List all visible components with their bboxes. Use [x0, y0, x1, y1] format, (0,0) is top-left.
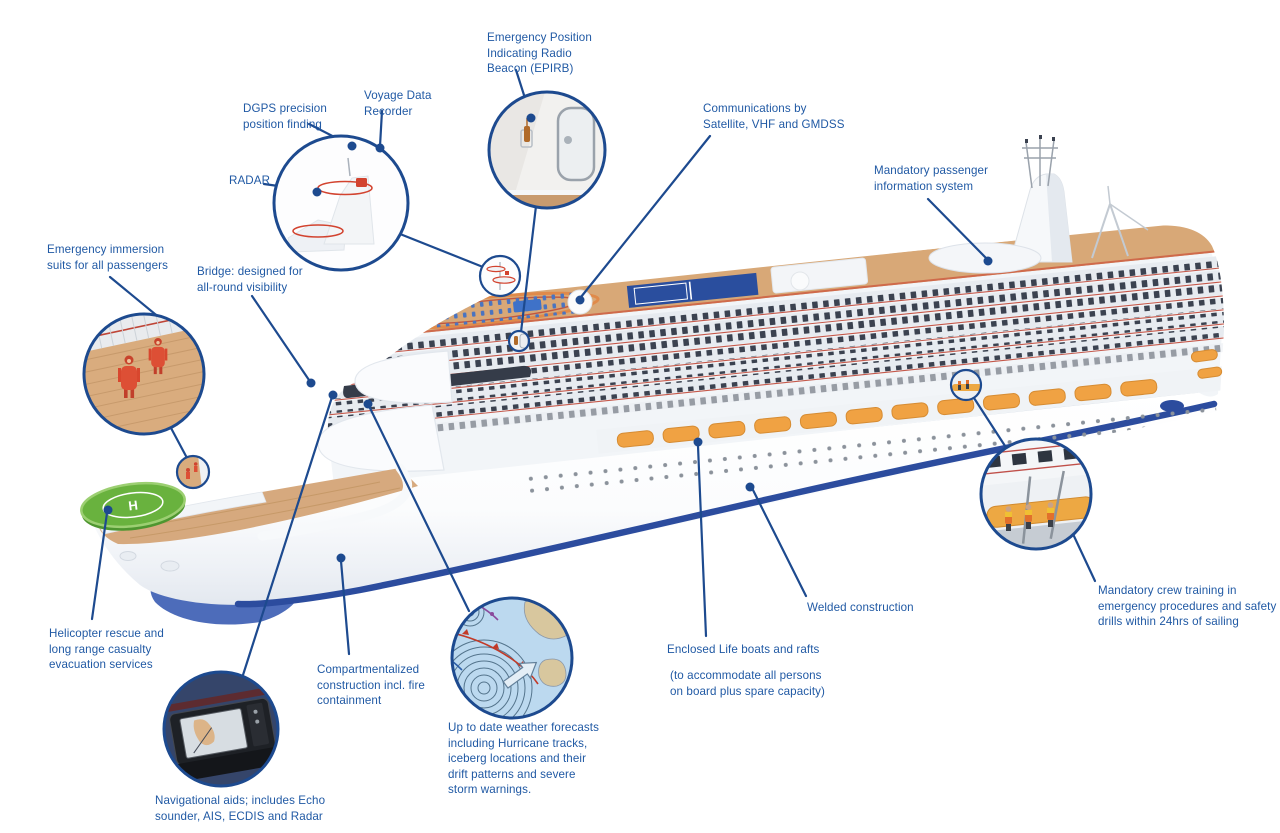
immersion-suits-inset [82, 312, 206, 436]
label-lifeboats-note: (to accommodate all persons on board plu… [670, 669, 825, 698]
crew-figure [1005, 502, 1054, 531]
helipad-letter: H [127, 497, 138, 513]
aft-mast [1091, 185, 1149, 259]
label-lifeboats: Enclosed Life boats and rafts [667, 643, 820, 656]
label-communications: Communications by Satellite, VHF and GMD… [703, 102, 845, 131]
label-epirb: Emergency Position Indicating Radio Beac… [487, 31, 592, 76]
leader-line [972, 396, 1009, 451]
anchor-dot [328, 390, 338, 400]
anchor-dot [336, 553, 346, 563]
label-welded: Welded construction [807, 601, 914, 614]
deck-plank-line [129, 487, 401, 539]
ship-illustration: H [80, 135, 1224, 625]
porthole-rows [520, 403, 1217, 494]
radar-inset [272, 134, 410, 272]
anchor-dot [693, 437, 703, 447]
leader-line [926, 197, 988, 260]
anchor-dot [363, 399, 373, 409]
hull-door [160, 560, 180, 572]
anchor-dot [745, 482, 755, 492]
leader-line [519, 204, 538, 334]
anchor-dot [347, 141, 357, 151]
label-navigational-aids: Navigational aids; includes Echo sounder… [155, 794, 326, 823]
leader-line [367, 404, 471, 613]
leader-line [90, 511, 109, 621]
label-voyage-data-recorder: Voyage Data Recorder [364, 89, 432, 118]
anchor-dots [103, 113, 993, 563]
label-radar: RADAR [229, 174, 271, 187]
leader-line [339, 559, 351, 656]
anchor-dot [103, 505, 113, 515]
anchor-dot [306, 378, 316, 388]
label-dgps: DGPS precision position finding [243, 102, 327, 131]
funnel [1009, 135, 1073, 263]
epirb-highlight-circle [507, 329, 531, 353]
satellite-dome [790, 271, 810, 291]
label-weather: Up to date weather forecasts including H… [448, 721, 600, 797]
weather-chart-inset [450, 596, 574, 720]
lifeboat-row [616, 379, 1158, 448]
anchor-dot [312, 187, 322, 197]
leader-line [250, 294, 311, 382]
mast-highlight-circle [478, 254, 522, 298]
leader-line [241, 395, 334, 677]
anchor-dot [375, 143, 385, 153]
leader-line [388, 228, 485, 269]
label-helicopter-rescue: Helicopter rescue and long range casualt… [49, 627, 164, 672]
anchor-dot [575, 295, 585, 305]
leader-line [696, 444, 708, 638]
crew-training-inset [979, 437, 1093, 551]
leader-line [378, 109, 384, 148]
leader-line [169, 426, 189, 460]
label-passenger-info: Mandatory passenger information system [874, 164, 989, 193]
nav-console-inset [162, 670, 280, 788]
funnel-antennas [1022, 138, 1058, 189]
immersion-suit-figure [148, 337, 168, 375]
anchor-dot [983, 256, 993, 266]
leader-line [751, 488, 808, 598]
leader-lines [90, 68, 1097, 677]
stern-crew-highlight-circle [949, 368, 983, 402]
epirb-inset [487, 90, 607, 210]
bridge-terrace [354, 350, 453, 404]
leader-line [1071, 532, 1097, 583]
immersion-suit-figure [118, 355, 140, 398]
leader-line [579, 134, 712, 299]
label-bridge: Bridge: designed for all-round visibilit… [197, 265, 303, 294]
stern-lifeboats [1190, 349, 1223, 379]
label-immersion-suits: Emergency immersion suits for all passen… [47, 243, 168, 272]
bow-figures-highlight-circle [175, 454, 211, 490]
label-compartmentalized: Compartmentalized construction incl. fir… [317, 663, 425, 708]
anchor-dot [526, 113, 536, 123]
hull-door [119, 551, 137, 561]
leader-line [108, 275, 163, 321]
storm-track-arrow [502, 661, 538, 689]
label-crew-training: Mandatory crew training in emergency pro… [1098, 584, 1277, 629]
